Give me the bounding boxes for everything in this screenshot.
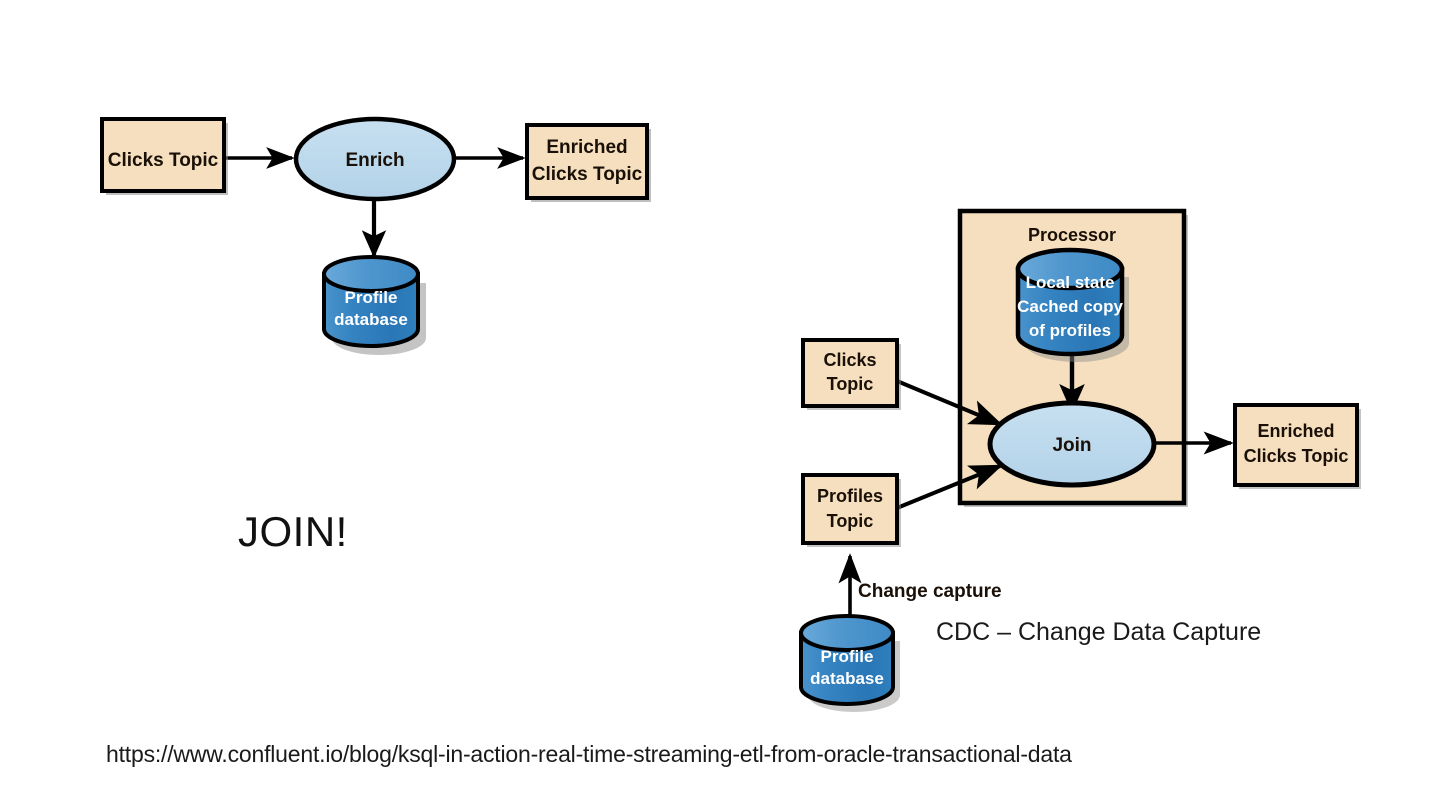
right-diagram: Processor Local stat bbox=[799, 208, 1361, 712]
right-profiles-topic-label-line1: Profiles bbox=[817, 486, 883, 506]
right-edge-clicks-to-join bbox=[896, 379, 1003, 426]
left-node-clicks-topic[interactable]: Clicks Topic bbox=[100, 117, 228, 195]
source-url-label: https://www.confluent.io/blog/ksql-in-ac… bbox=[106, 741, 1072, 767]
right-profiles-topic-label-line2: Topic bbox=[827, 511, 874, 531]
right-node-profile-database[interactable]: Profile database bbox=[799, 614, 900, 712]
right-node-profiles-topic[interactable]: Profiles Topic bbox=[801, 473, 901, 547]
left-profiledb-label-line2: database bbox=[334, 310, 408, 329]
right-node-join[interactable]: Join bbox=[987, 400, 1157, 488]
right-clicks-topic-label-line2: Topic bbox=[827, 374, 874, 394]
left-node-enriched-clicks-topic[interactable]: Enriched Clicks Topic bbox=[525, 123, 651, 202]
left-enrich-label: Enrich bbox=[345, 150, 404, 171]
left-enriched-label-line1: Enriched bbox=[546, 137, 627, 158]
left-node-profile-database[interactable]: Profile database bbox=[322, 255, 426, 355]
left-profiledb-label-line1: Profile bbox=[345, 288, 398, 307]
right-processor-label: Processor bbox=[1028, 225, 1116, 245]
left-node-enrich[interactable]: Enrich bbox=[293, 116, 457, 202]
left-clicks-topic-label: Clicks Topic bbox=[108, 150, 219, 171]
right-localstate-label-line2: Cached copy bbox=[1017, 297, 1123, 316]
left-diagram: Clicks Topic Enrich Enriched Clicks Topi… bbox=[100, 116, 651, 355]
right-clicks-topic-label-line1: Clicks bbox=[823, 350, 876, 370]
right-node-enriched-clicks-topic[interactable]: Enriched Clicks Topic bbox=[1233, 403, 1361, 489]
right-profiledb-label-line2: database bbox=[810, 669, 884, 688]
join-headline: JOIN! bbox=[238, 508, 348, 555]
right-profiledb-label-line1: Profile bbox=[821, 647, 874, 666]
right-node-clicks-topic[interactable]: Clicks Topic bbox=[801, 338, 901, 410]
right-edge-profiles-to-join bbox=[896, 464, 1003, 510]
right-join-label: Join bbox=[1052, 435, 1091, 456]
right-enriched-label-line1: Enriched bbox=[1257, 421, 1334, 441]
right-localstate-label-line1: Local state bbox=[1026, 273, 1115, 292]
right-localstate-label-line3: of profiles bbox=[1029, 321, 1111, 340]
right-enriched-label-line2: Clicks Topic bbox=[1244, 446, 1349, 466]
cdc-caption: CDC – Change Data Capture bbox=[936, 618, 1262, 646]
right-change-capture-label: Change capture bbox=[858, 581, 1002, 602]
right-node-local-state[interactable]: Local state Cached copy of profiles bbox=[1015, 247, 1129, 362]
left-enriched-label-line2: Clicks Topic bbox=[532, 164, 643, 185]
